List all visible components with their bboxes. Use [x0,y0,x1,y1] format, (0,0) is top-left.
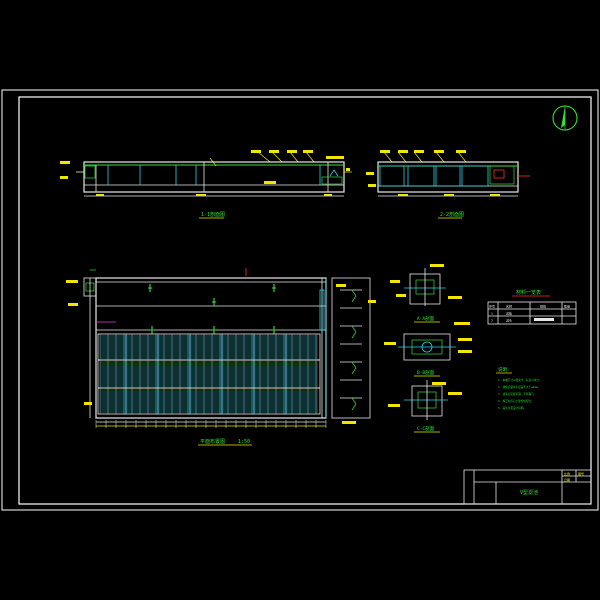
title-block-label-scale: 比例 [564,471,570,476]
table-row-0-name: 名称 [506,304,512,309]
section-1-1-drawing [60,150,352,197]
notes-title: 说明： [498,366,512,373]
section-2-2-caption: 2-2剖面图 [440,211,464,218]
detail-b-drawing [384,322,472,361]
table-row-1-no: 1 [491,312,493,316]
detail-a-drawing [390,264,462,306]
plan-view-drawing [66,268,376,428]
title-block-label-sheet: 图号 [578,471,584,476]
section-1-1-caption: 1-1剖面图 [201,211,225,218]
filter-plate-grid [98,334,320,414]
title-block-drawing-title: V型滤池 [520,489,538,496]
detail-c-drawing [388,380,462,420]
sheet-outer-frame [1,89,599,511]
detail-b-caption: B-B剖面 [417,369,435,376]
notes-item-5: 5. 其余详见设计说明。 [498,406,526,410]
table-row-2-no: 2 [491,319,493,323]
notes-item-4: 4. 施工时应与土建密切配合。 [498,399,534,403]
north-arrow-icon [552,105,578,131]
table-row-0-spec: 规格 [540,304,546,309]
plan-view-caption: 平面布置图 [200,438,225,445]
notes-item-2: 2. 滤板安装水平误差不大于±2mm。 [498,385,540,389]
title-block [463,469,592,505]
table-row-0-no: 序号 [489,304,495,309]
title-block-label-date: 日期 [564,477,570,482]
section-2-2-drawing [366,150,530,197]
material-table-title: 材料一览表 [516,289,541,296]
plan-view-scale: 1:50 [238,439,250,445]
notes-item-1: 1. 本图尺寸以毫米计，标高以米计。 [498,378,542,382]
detail-a-caption: A-A剖面 [417,315,435,322]
detail-c-caption: C-C剖面 [417,425,435,432]
material-table [487,301,577,325]
notes-item-3: 3. 滤头应安装牢固，不得漏气。 [498,392,536,396]
sheet-inner-frame [18,96,592,505]
table-row-1-name: 滤板 [506,311,512,316]
table-row-0-qty: 数量 [564,304,570,309]
table-row-2-name: 滤头 [506,318,512,323]
